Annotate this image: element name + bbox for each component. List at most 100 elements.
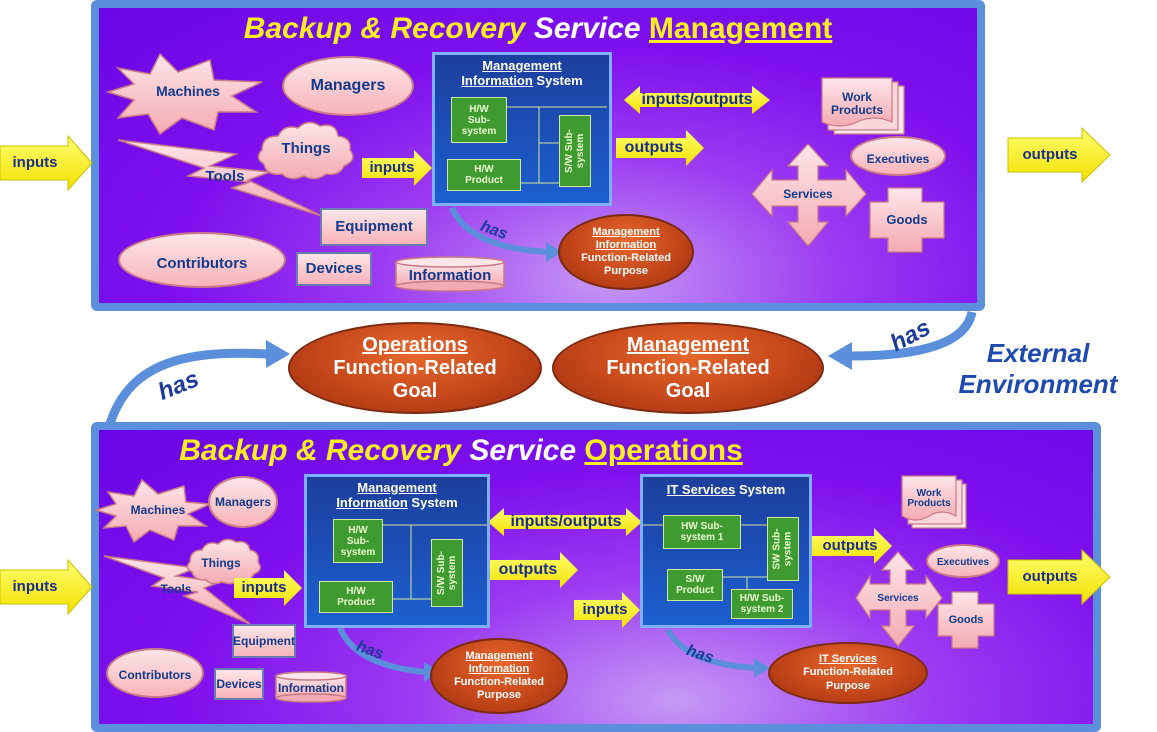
bottom-io-arrow	[488, 508, 642, 536]
bottom-it-inputs-arrow	[574, 592, 640, 628]
has-connector-right-arrowhead	[828, 342, 852, 370]
external-environment-label: External Environment	[958, 338, 1118, 400]
bottom-inputs-label: inputs	[12, 578, 58, 596]
bottom-contributors-label: Contributors	[118, 667, 192, 682]
top-equipment-box: Equipment	[320, 208, 428, 246]
top-mis-inputs-label: inputs	[369, 159, 415, 177]
machines-starburst	[105, 52, 263, 136]
top-tools-label: Tools	[205, 168, 245, 186]
bottom-equipment-label: Equipment	[233, 633, 295, 648]
top-mis-inputs-arrow	[362, 150, 432, 186]
top-io-label: inputs/outputs	[641, 90, 753, 108]
has-connector-right	[849, 310, 977, 361]
bottom-services-label: Services	[877, 592, 919, 604]
bottom-it-sw-product: S/W Product	[667, 569, 723, 601]
bottom-work-products-label: Work Products	[907, 487, 951, 509]
bottom-devices-box: Devices	[214, 668, 264, 700]
bottom-outputs-arrow	[1007, 548, 1111, 606]
management-panel-title: Backup & Recovery Service Management	[243, 12, 833, 45]
top-goods-label: Goods	[886, 212, 928, 228]
bottom-mis-hw-subsystem: H/W Sub- system	[333, 519, 383, 563]
top-mis-sw-subsystem: S/W Sub- system	[559, 115, 591, 187]
bottom-machines-starburst	[93, 478, 213, 544]
bottom-managers-label: Managers	[214, 494, 272, 509]
top-equipment-label: Equipment	[335, 218, 413, 236]
bottom-outputs-label: outputs	[1022, 568, 1078, 586]
bottom-mis-sw-subsystem: S/W Sub- system	[431, 539, 463, 607]
bottom-mis-wiring	[381, 524, 487, 600]
top-information-label: Information	[408, 267, 492, 285]
bottom-it-inputs-label: inputs	[582, 601, 628, 619]
bottom-has-arrow-1	[337, 626, 427, 675]
top-mis-outputs-label: outputs	[624, 138, 684, 156]
operations-panel-title: Backup & Recovery Service Operations	[179, 434, 743, 467]
top-mis-outputs-arrow	[616, 130, 704, 166]
top-outputs-arrow	[1007, 126, 1111, 184]
top-managers-label: Managers	[310, 76, 386, 94]
bottom-managers-oval: Managers	[208, 476, 278, 528]
bottom-it-outputs-label: outputs	[822, 537, 878, 555]
top-executives-oval: Executives	[850, 136, 946, 176]
bottom-executives-oval: Executives	[926, 544, 1000, 578]
top-machines-label: Machines	[156, 82, 220, 99]
bottom-goods-label: Goods	[948, 614, 984, 627]
bottom-machines-label: Machines	[130, 502, 186, 517]
services-cross-arrow	[751, 143, 867, 247]
top-work-products-label: Work Products	[830, 90, 883, 117]
has-connector-left	[105, 348, 269, 426]
bottom-things-label: Things	[201, 555, 241, 570]
top-has-arrow	[449, 206, 549, 255]
bottom-executives-label: Executives	[936, 556, 990, 568]
bottom-it-outputs-arrow	[812, 528, 892, 564]
top-devices-box: Devices	[296, 252, 372, 286]
bottom-inputs-arrow	[0, 558, 93, 616]
top-managers-oval: Managers	[282, 56, 414, 116]
has-connector-left-arrowhead	[266, 340, 290, 368]
bottom-io-label: inputs/outputs	[510, 512, 622, 530]
bottom-mis-inputs-label: inputs	[241, 579, 287, 597]
bottom-it-sw-subsystem: SW Sub- system	[767, 517, 799, 581]
bottom-services-cross-arrow	[855, 551, 943, 647]
bottom-mis-inputs-arrow	[234, 570, 302, 606]
bottom-things-cloud	[186, 538, 261, 585]
top-things-label: Things	[281, 140, 331, 158]
bottom-mis-hw-product: H/W Product	[319, 581, 393, 613]
top-inputs-label: inputs	[12, 154, 58, 172]
bottom-it-services-system: IT Services System HW Sub- system 1 S/W …	[640, 474, 812, 628]
bottom-it-hw-subsystem-1: HW Sub- system 1	[663, 515, 741, 549]
bottom-information-label: Information	[278, 680, 344, 695]
bottom-mis-outputs-label: outputs	[498, 560, 558, 578]
bottom-mis-outputs-arrow	[488, 552, 578, 588]
top-devices-label: Devices	[305, 260, 363, 278]
things-cloud	[257, 121, 354, 180]
top-mis-hw-product: H/W Product	[447, 159, 521, 191]
top-inputs-arrow	[0, 134, 93, 192]
bottom-equipment-box: Equipment	[232, 624, 296, 658]
bottom-tools-label: Tools	[160, 581, 192, 596]
top-contributors-label: Contributors	[156, 255, 248, 273]
goods-plus-shape	[869, 187, 945, 253]
bottom-goods-plus-shape	[937, 591, 995, 649]
top-mis-hw-subsystem: H/W Sub- system	[451, 97, 507, 143]
bottom-has-arrow-2	[665, 628, 757, 671]
bottom-contributors-oval: Contributors	[106, 648, 204, 698]
top-contributors-oval: Contributors	[118, 232, 286, 288]
top-io-arrow	[624, 86, 770, 114]
top-executives-label: Executives	[866, 151, 930, 166]
bottom-it-hw-subsystem-2: H/W Sub- system 2	[731, 589, 793, 619]
bottom-it-title: IT Services System	[666, 482, 786, 497]
top-outputs-label: outputs	[1022, 146, 1078, 164]
bottom-devices-label: Devices	[216, 676, 262, 691]
top-services-label: Services	[783, 186, 833, 201]
